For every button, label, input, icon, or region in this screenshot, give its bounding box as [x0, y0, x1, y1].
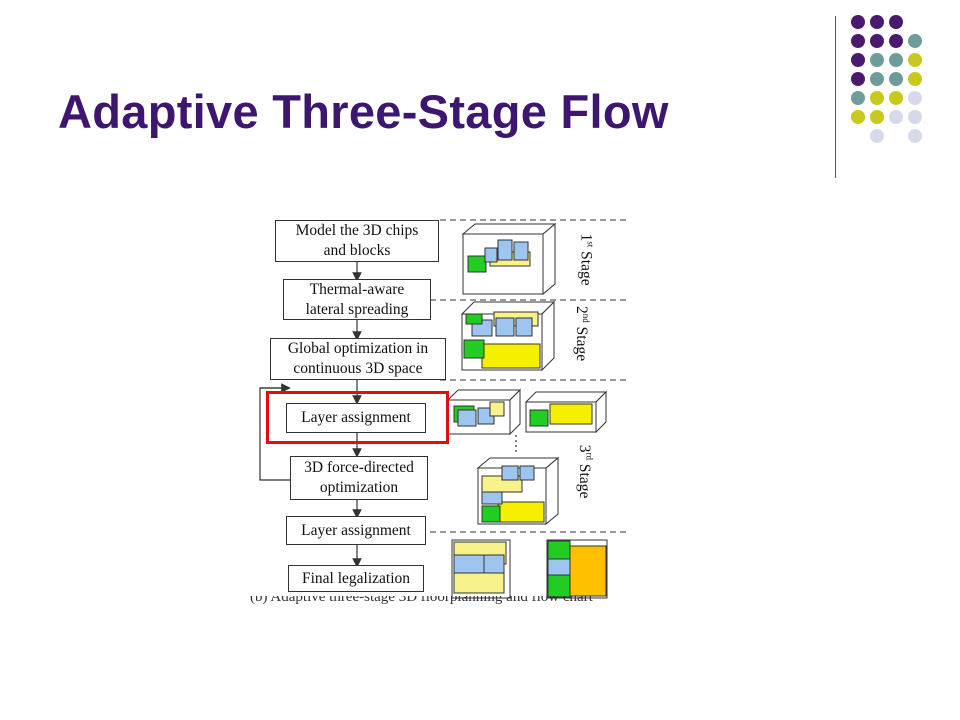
- figure-caption-cropped: (b) Adaptive three-stage 3D floorplannin…: [250, 596, 593, 605]
- decorative-dot: [870, 129, 884, 143]
- flow-step-layer-assignment-2: Layer assignment: [286, 516, 426, 545]
- decorative-dot-grid: [851, 15, 922, 143]
- flow-connectors: [259, 261, 517, 568]
- decorative-dot: [908, 129, 922, 143]
- stage-separators: [430, 219, 630, 533]
- stage2-block-model: [460, 300, 556, 372]
- flow-step-layer-assignment-1: Layer assignment: [286, 403, 426, 433]
- stage-label-3: 3rd Stage: [576, 444, 595, 499]
- decorative-dot: [908, 91, 922, 105]
- decorative-dot: [870, 53, 884, 67]
- decorative-dot: [908, 53, 922, 67]
- diagram-graphics: [259, 219, 630, 599]
- decorative-dot: [889, 72, 903, 86]
- decorative-dot: [889, 91, 903, 105]
- highlight-box-layer-assignment: [266, 391, 449, 444]
- stage-label-2: 2nd Stage: [572, 306, 592, 362]
- decorative-dot: [908, 34, 922, 48]
- decorative-dot: [851, 15, 865, 29]
- stage3-model-a: [446, 388, 522, 436]
- decorative-dot: [870, 110, 884, 124]
- decorative-dot: [851, 34, 865, 48]
- stage-label-1: 1st Stage: [577, 233, 596, 286]
- decorative-dot: [889, 15, 903, 29]
- decorative-dot: [870, 72, 884, 86]
- final-layout-layer1: [451, 539, 511, 599]
- decorative-dot: [908, 110, 922, 124]
- decorative-dot: [889, 110, 903, 124]
- slide-title: Adaptive Three-Stage Flow: [58, 85, 669, 138]
- decorative-dot: [851, 53, 865, 67]
- decorative-dot: [851, 91, 865, 105]
- decorative-dot: [889, 53, 903, 67]
- stage1-block-model: [461, 222, 557, 296]
- decorative-dot: [851, 110, 865, 124]
- decorative-dot: [870, 91, 884, 105]
- flow-step-final-legalization: Final legalization: [288, 565, 424, 592]
- stage3-model-c: [476, 456, 560, 526]
- decorative-dot: [870, 34, 884, 48]
- divider-line: [835, 16, 836, 178]
- stage3-model-b: [524, 390, 608, 434]
- decorative-dot: [889, 34, 903, 48]
- decorative-dot: [851, 72, 865, 86]
- decorative-dot: [870, 15, 884, 29]
- final-layout-layer2: [546, 539, 608, 599]
- decorative-dot: [908, 72, 922, 86]
